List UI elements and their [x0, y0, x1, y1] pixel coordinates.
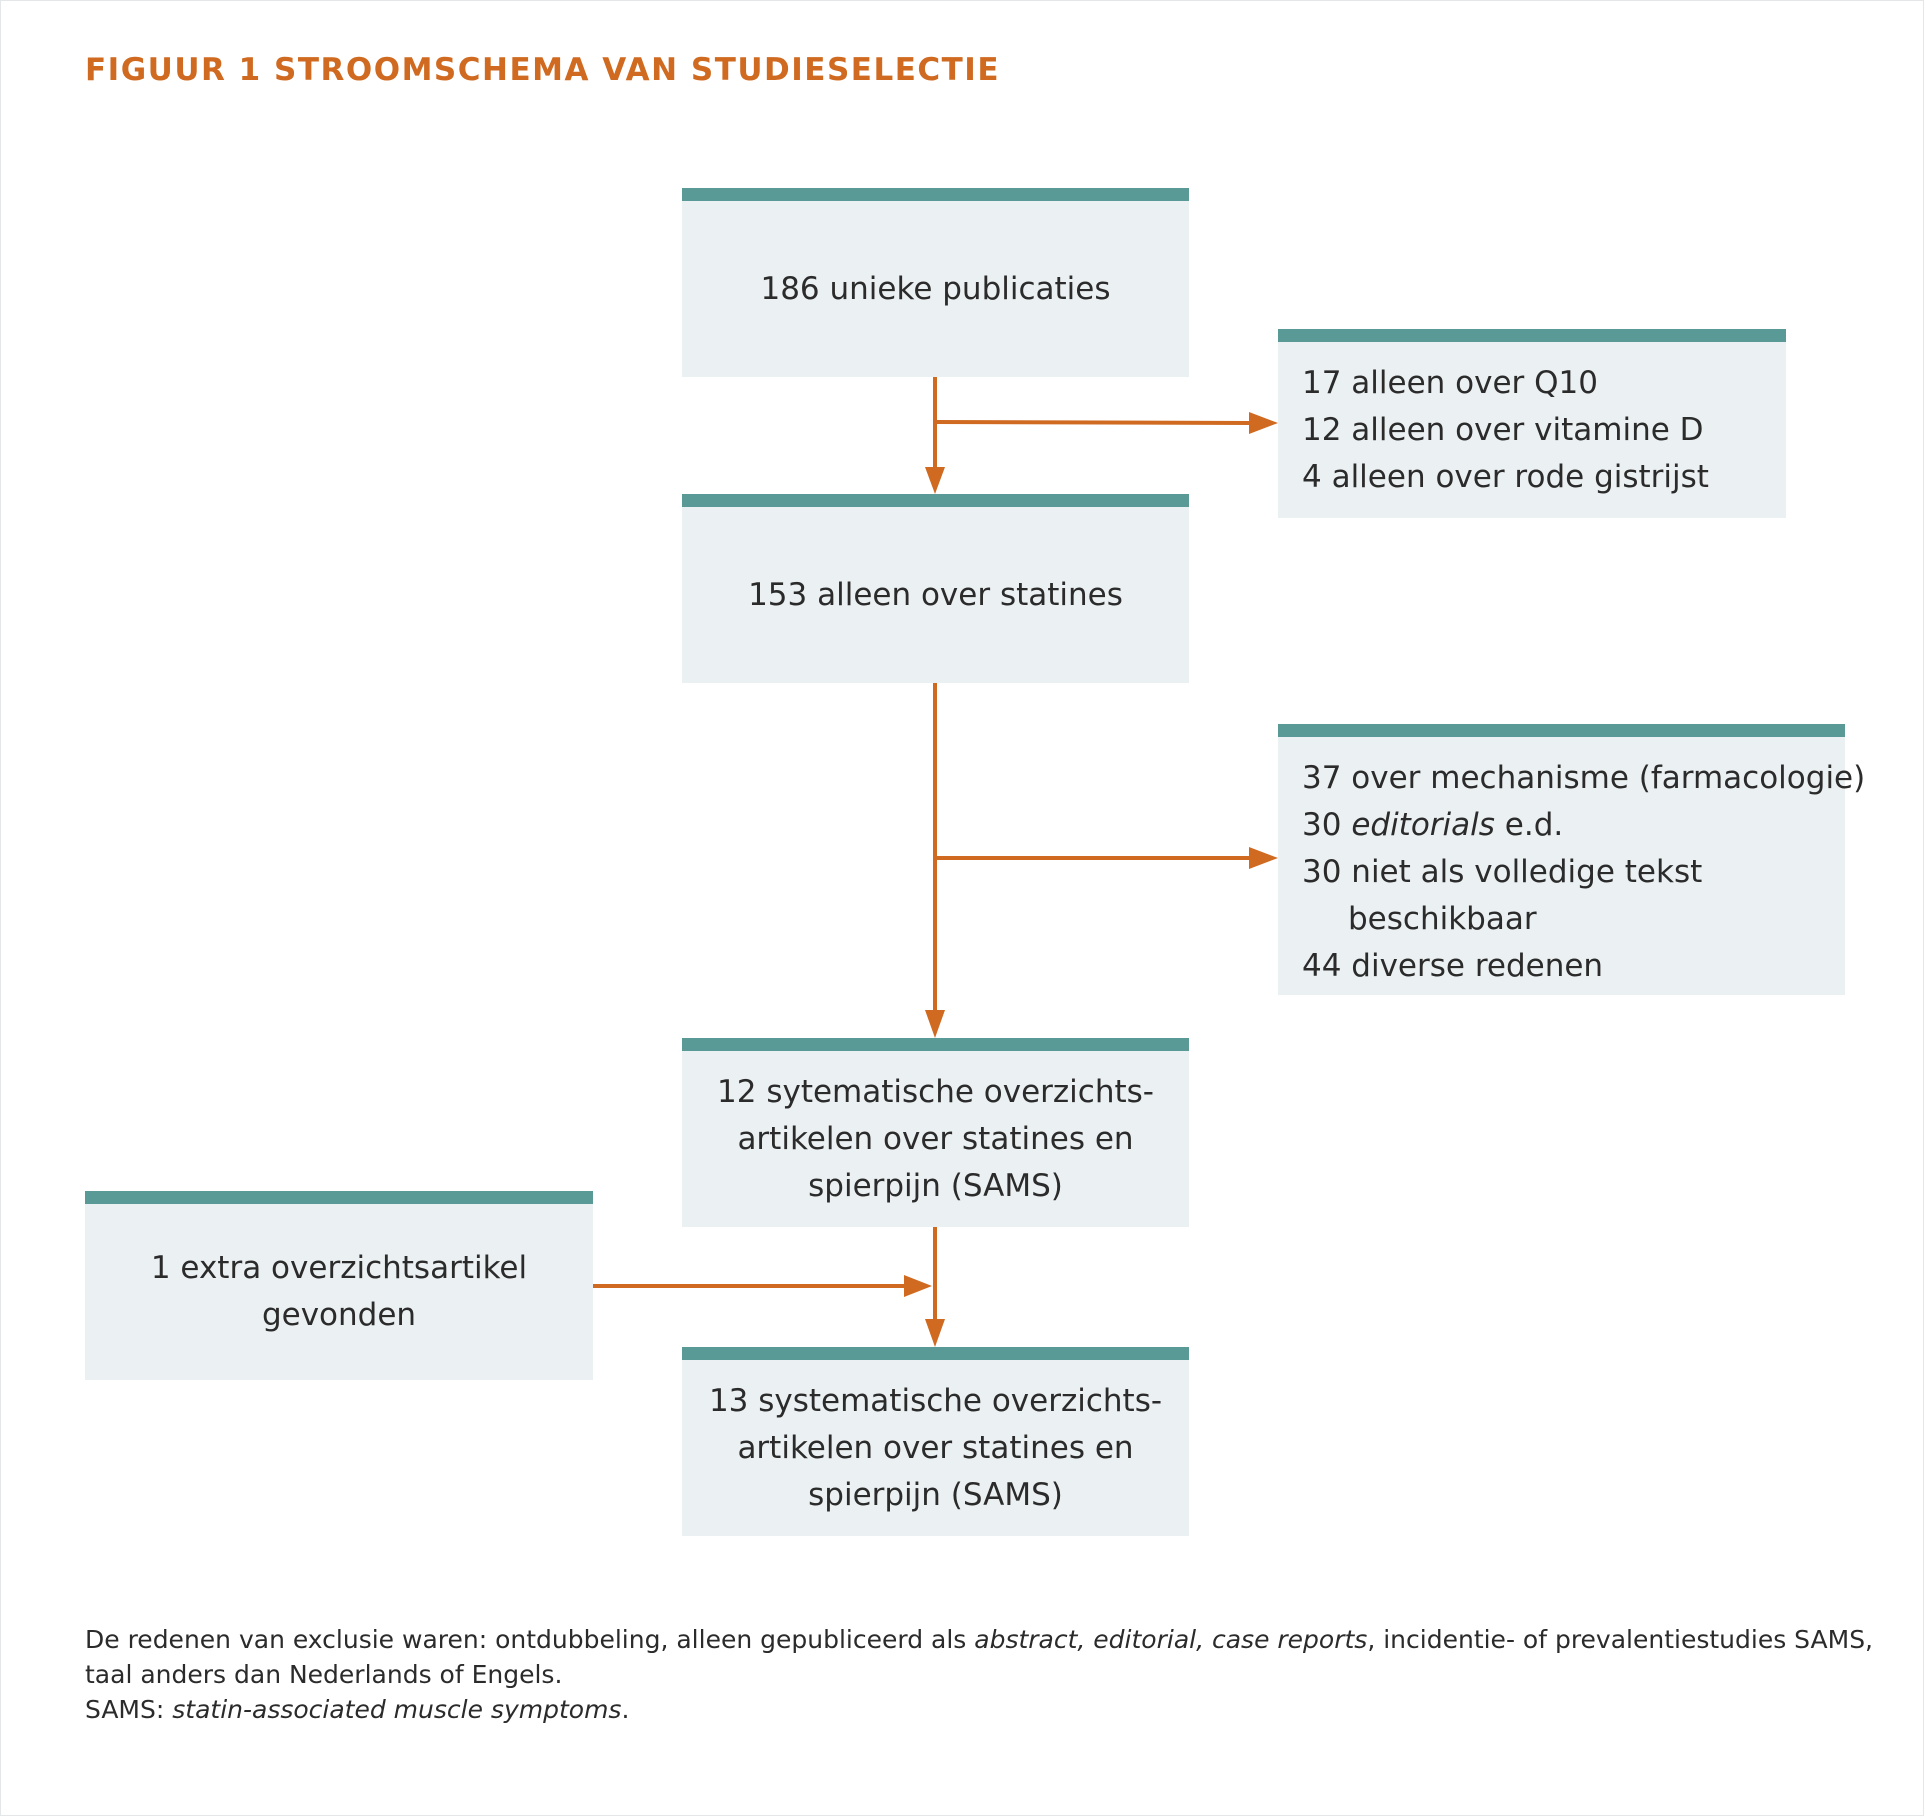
italic-term: editorials: [1351, 807, 1495, 843]
arrowhead: [1249, 412, 1278, 434]
footnote-text: .: [621, 1695, 630, 1724]
arrowhead: [925, 1319, 945, 1347]
arrowhead: [925, 467, 945, 494]
footnote-abbreviation: SAMS: statin-associated muscle symptoms.: [85, 1692, 1875, 1727]
box-extra-review: 1 extra overzichtsartikel gevonden: [85, 1191, 593, 1380]
box-unique-publications: 186 unieke publicaties: [682, 188, 1189, 377]
box-line: 37 over mechanisme (farmacologie): [1302, 760, 1866, 796]
box-line: 186 unieke publicaties: [760, 270, 1111, 307]
box-line: 12 sytematische overzichts-: [717, 1073, 1154, 1110]
box-12-reviews: 12 sytematische overzichts- artikelen ov…: [682, 1038, 1189, 1227]
footnote: De redenen van exclusie waren: ontdubbel…: [85, 1622, 1875, 1727]
box-line: 153 alleen over statines: [748, 576, 1123, 613]
box-line: 12 alleen over vitamine D: [1302, 412, 1704, 448]
box-line: spierpijn (SAMS): [808, 1476, 1063, 1513]
box-line: artikelen over statines en: [737, 1429, 1134, 1466]
box-line: 44 diverse redenen: [1302, 948, 1604, 984]
arrowhead: [904, 1275, 932, 1297]
box-line: beschikbaar: [1348, 901, 1537, 937]
footnote-text: De redenen van exclusie waren: ontdubbel…: [85, 1625, 975, 1654]
footnote-text: , incidentie- of prevalentiestudies SAMS…: [85, 1625, 1874, 1689]
footnote-italic: statin-associated muscle symptoms: [172, 1695, 622, 1724]
footnote-exclusion-reasons: De redenen van exclusie waren: ontdubbel…: [85, 1622, 1875, 1692]
box-13-reviews: 13 systematische overzichts- artikelen o…: [682, 1347, 1189, 1536]
box-line: 30 niet als volledige tekst: [1302, 854, 1703, 890]
box-statins-only: 153 alleen over statines: [682, 494, 1189, 683]
box-line: spierpijn (SAMS): [808, 1167, 1063, 1204]
box-exclusion-supplements: 17 alleen over Q10 12 alleen over vitami…: [1278, 329, 1786, 518]
box-line: 30 editorials e.d.: [1302, 802, 1845, 849]
box-line: 1 extra overzichtsartikel: [150, 1250, 528, 1286]
box-line: 13 systematische overzichts-: [708, 1382, 1163, 1419]
arrow-line: [934, 420, 1251, 425]
arrowhead: [1249, 847, 1278, 869]
box-line: artikelen over statines en: [737, 1120, 1134, 1157]
count-text: 30: [1302, 807, 1352, 843]
box-line: gevonden: [261, 1297, 417, 1333]
arrowhead: [925, 1010, 945, 1038]
figure-title: FIGUUR 1 STROOMSCHEMA VAN STUDIESELECTIE: [85, 52, 1000, 88]
footnote-italic: abstract, editorial, case reports: [974, 1625, 1368, 1654]
box-exclusion-other: 37 over mechanisme (farmacologie) 30 edi…: [1278, 724, 1866, 995]
box-line: 4 alleen over rode gistrijst: [1302, 459, 1709, 495]
footnote-text: SAMS:: [85, 1695, 173, 1724]
box-line: 17 alleen over Q10: [1302, 365, 1598, 401]
suffix-text: e.d.: [1494, 807, 1564, 843]
